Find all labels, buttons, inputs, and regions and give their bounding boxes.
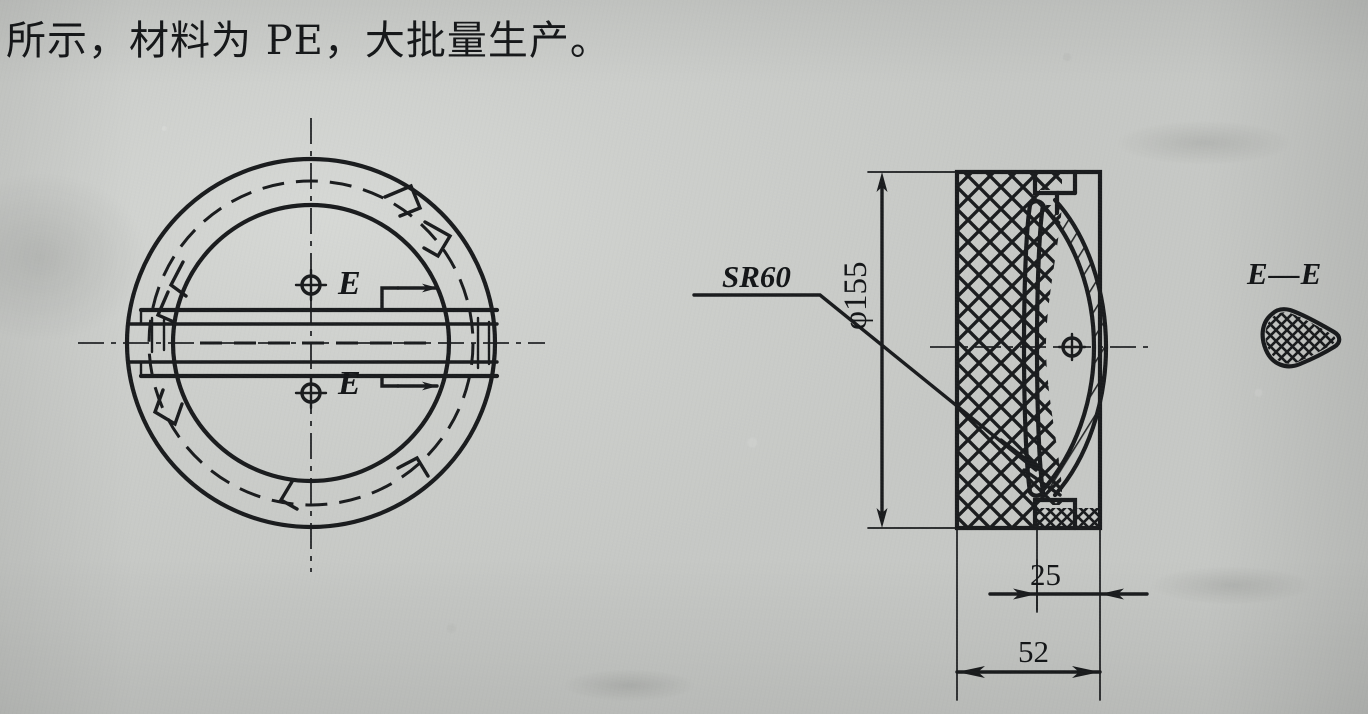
- dimension-25: [988, 559, 1149, 613]
- rib-step-features: [152, 183, 453, 511]
- inner-circle: [170, 202, 452, 484]
- section-marker-top[interactable]: [294, 268, 439, 312]
- section-hatch-region: [957, 172, 1062, 528]
- label-section-marker-top: E: [338, 265, 361, 302]
- spherical-dome-wall: [1040, 197, 1109, 498]
- dimension-label-diameter: φ155: [838, 261, 874, 330]
- sectional-side-view: [692, 169, 1149, 701]
- label-sr60-callout: SR60: [722, 259, 791, 294]
- bottom-flange-hatch: [1035, 508, 1098, 526]
- page-header-text: 所示，材料为 PE，大批量生产。: [6, 18, 611, 64]
- detail-outline: [1260, 307, 1342, 369]
- front-circular-view: [78, 118, 545, 572]
- label-detail-title-ee: E—E: [1247, 256, 1323, 291]
- diameter-extension-lines: [867, 171, 1001, 529]
- outer-circle: [124, 156, 498, 530]
- detail-section-EE: [1260, 307, 1342, 369]
- dimension-label-25: 25: [1030, 557, 1061, 592]
- sr60-leader-line: [692, 293, 1038, 472]
- dimension-label-52: 52: [1018, 634, 1049, 669]
- section-marker-bottom[interactable]: [294, 374, 439, 410]
- dimension-52: [955, 666, 1102, 678]
- diameter-dimension-line: [876, 172, 888, 528]
- label-section-marker-bottom: E: [338, 365, 361, 402]
- hidden-rib-arcs: [147, 179, 475, 507]
- central-rib-band: [128, 307, 500, 379]
- detail-hatch: [1265, 312, 1336, 364]
